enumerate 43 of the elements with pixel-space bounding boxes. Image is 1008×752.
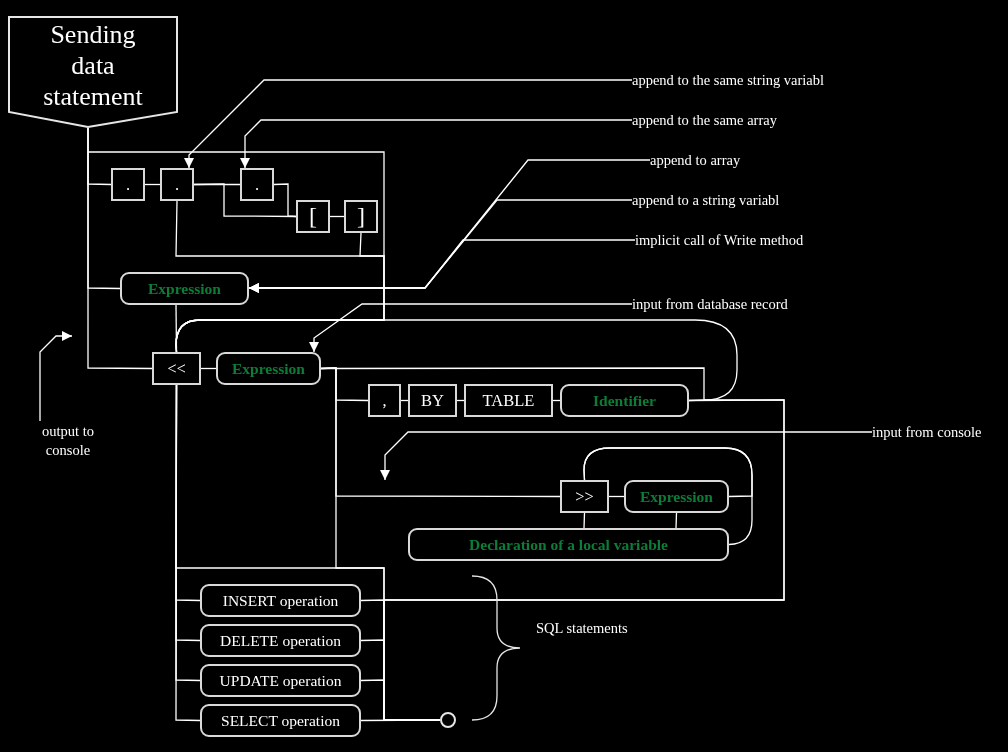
nonterminal-box: Identifier	[560, 384, 689, 417]
nonterminal-box: Expression	[216, 352, 321, 385]
terminal-box: <<	[152, 352, 201, 385]
terminal-box: .	[240, 168, 274, 201]
rail-line	[175, 319, 738, 402]
annotation-text: append to the same array	[632, 110, 777, 130]
annotation-text: append to the same string variabl	[632, 70, 825, 90]
annotation-text: output to console	[36, 421, 100, 461]
leader-line	[309, 303, 633, 353]
terminal-box: TABLE	[464, 384, 553, 417]
operation-box: SELECT operation	[200, 704, 361, 737]
terminal-box: >>	[560, 480, 609, 513]
annotation-text: input from database record	[632, 294, 788, 314]
rail-line	[583, 447, 753, 546]
annotation-text: input from console	[872, 422, 982, 442]
end-circle-icon	[440, 712, 456, 728]
brace-label: SQL statements	[536, 619, 628, 638]
operation-box: DELETE operation	[200, 624, 361, 657]
leader-line	[184, 79, 633, 169]
terminal-box: BY	[408, 384, 457, 417]
terminal-box: ]	[344, 200, 378, 233]
title-banner: Sending data statement	[8, 16, 178, 128]
nonterminal-box: Declaration of a local variable	[408, 528, 729, 561]
nonterminal-box: Expression	[120, 272, 249, 305]
rail-line	[675, 512, 678, 529]
nonterminal-box: Expression	[624, 480, 729, 513]
rail-line	[87, 127, 385, 370]
terminal-box: ,	[368, 384, 401, 417]
leader-line	[248, 239, 636, 293]
operation-box: INSERT operation	[200, 584, 361, 617]
operation-box: UPDATE operation	[200, 664, 361, 697]
leader-line	[240, 119, 633, 169]
leader-line	[39, 331, 73, 422]
leader-line	[380, 431, 873, 481]
terminal-box: [	[296, 200, 330, 233]
annotation-text: append to a string variabl	[632, 190, 780, 210]
rail-line	[583, 512, 586, 529]
annotation-text: append to array	[650, 150, 741, 170]
rail-line	[360, 719, 441, 722]
rail-line	[273, 183, 297, 218]
terminal-box: .	[111, 168, 145, 201]
annotation-text: implicit call of Write method	[635, 230, 804, 250]
terminal-box: .	[160, 168, 194, 201]
